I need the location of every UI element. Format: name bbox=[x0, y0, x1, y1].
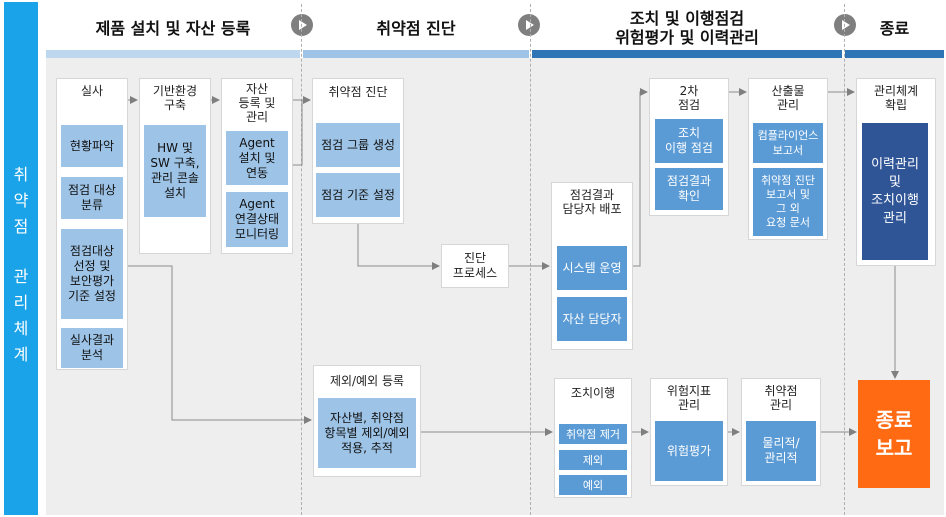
phase-header-end: 종료 bbox=[879, 18, 910, 38]
second-check-item: 점검결과 확인 bbox=[655, 168, 723, 210]
second-check-title: 2차 점검 bbox=[677, 84, 701, 112]
risk-title: 위험지표 관리 bbox=[666, 384, 712, 412]
survey-item: 실사결과 분석 bbox=[61, 328, 123, 368]
risk-item: 위험평가 bbox=[655, 421, 723, 481]
diagnosis-item: 점검 기준 설정 bbox=[316, 173, 400, 217]
diagnosis-item: 점검 그룹 생성 bbox=[316, 123, 400, 167]
asset-item: Agent 설치 및 연동 bbox=[226, 131, 288, 185]
arrow-connector bbox=[633, 88, 648, 267]
phase-divider bbox=[844, 4, 845, 515]
phase-header-diagnosis: 취약점 진단 bbox=[376, 18, 456, 38]
arrow-connector bbox=[128, 265, 312, 424]
infra-item: HW 및 SW 구축, 관리 콘솔 설치 bbox=[144, 125, 206, 217]
deploy-item: 시스템 운영 bbox=[557, 246, 627, 290]
infra-title: 기반환경 구축 bbox=[152, 84, 198, 112]
sidebar-char: 약 bbox=[13, 191, 29, 210]
survey-item: 점검대상 선정 및 보안평가 기준 설정 bbox=[61, 229, 123, 319]
output-item: 취약점 진단 보고서 및 그 외 요청 문서 bbox=[753, 168, 823, 236]
phase-bar-end bbox=[845, 50, 944, 58]
phase-bar-diagnosis bbox=[303, 50, 529, 58]
arrow-connector bbox=[357, 224, 440, 270]
phase-header-install: 제품 설치 및 자산 등록 bbox=[95, 18, 251, 38]
end-report-box: 종료 보고 bbox=[858, 380, 930, 488]
play-arrow-icon bbox=[291, 14, 313, 36]
action-item: 예외 bbox=[559, 475, 627, 495]
asset-item: Agent 연결상태 모니터링 bbox=[226, 192, 288, 247]
sidebar-char: 리 bbox=[13, 293, 29, 312]
phase-divider bbox=[301, 4, 302, 515]
diagnosis-title: 취약점 진단 bbox=[328, 85, 388, 99]
action-title: 조치이행 bbox=[570, 386, 616, 400]
phase-divider bbox=[530, 4, 531, 515]
phase-bar-action bbox=[532, 50, 842, 58]
diagnosis-process-box: 진단 프로세스 bbox=[441, 244, 509, 288]
survey-title: 실사 bbox=[80, 84, 104, 98]
asset-title: 자산 등록 및 관리 bbox=[238, 82, 276, 124]
action-item: 취약점 제거 bbox=[559, 424, 627, 444]
phase-header-action: 조치 및 이행점검 위험평가 및 이력관리 bbox=[615, 9, 759, 47]
phase-bar-install bbox=[46, 50, 300, 58]
exclusion-title: 제외/예외 등록 bbox=[329, 374, 405, 388]
mgmt-system-item: 이력관리 및 조치이행 관리 bbox=[862, 123, 928, 260]
play-arrow-icon bbox=[834, 14, 856, 36]
sidebar-label: 취 약 점 관 리 체 계 bbox=[4, 2, 38, 515]
deploy-item: 자산 담당자 bbox=[557, 297, 627, 341]
vuln-mgmt-title: 취약점 관리 bbox=[764, 384, 798, 412]
second-check-item: 조치 이행 점검 bbox=[655, 119, 723, 163]
survey-item: 점검 대상 분류 bbox=[61, 177, 123, 219]
action-item: 제외 bbox=[559, 450, 627, 470]
output-item: 컴플라이언스 보고서 bbox=[753, 123, 823, 163]
sidebar-char: 관 bbox=[13, 267, 29, 286]
vuln-mgmt-item: 물리적/ 관리적 bbox=[746, 421, 816, 481]
sidebar-char: 체 bbox=[13, 319, 29, 338]
exclusion-item: 자산별, 취약점 항목별 제외/예외 적용, 추적 bbox=[318, 398, 416, 468]
deploy-title: 점검결과 담당자 배포 bbox=[562, 188, 622, 216]
sidebar-char: 계 bbox=[13, 345, 29, 364]
sidebar-char: 취 bbox=[13, 165, 29, 184]
mgmt-system-title: 관리체계 확립 bbox=[873, 84, 919, 112]
sidebar-char: 점 bbox=[13, 217, 29, 236]
survey-item: 현황파악 bbox=[61, 125, 123, 167]
output-title: 산출물 관리 bbox=[771, 84, 805, 112]
connector-line bbox=[293, 100, 303, 166]
